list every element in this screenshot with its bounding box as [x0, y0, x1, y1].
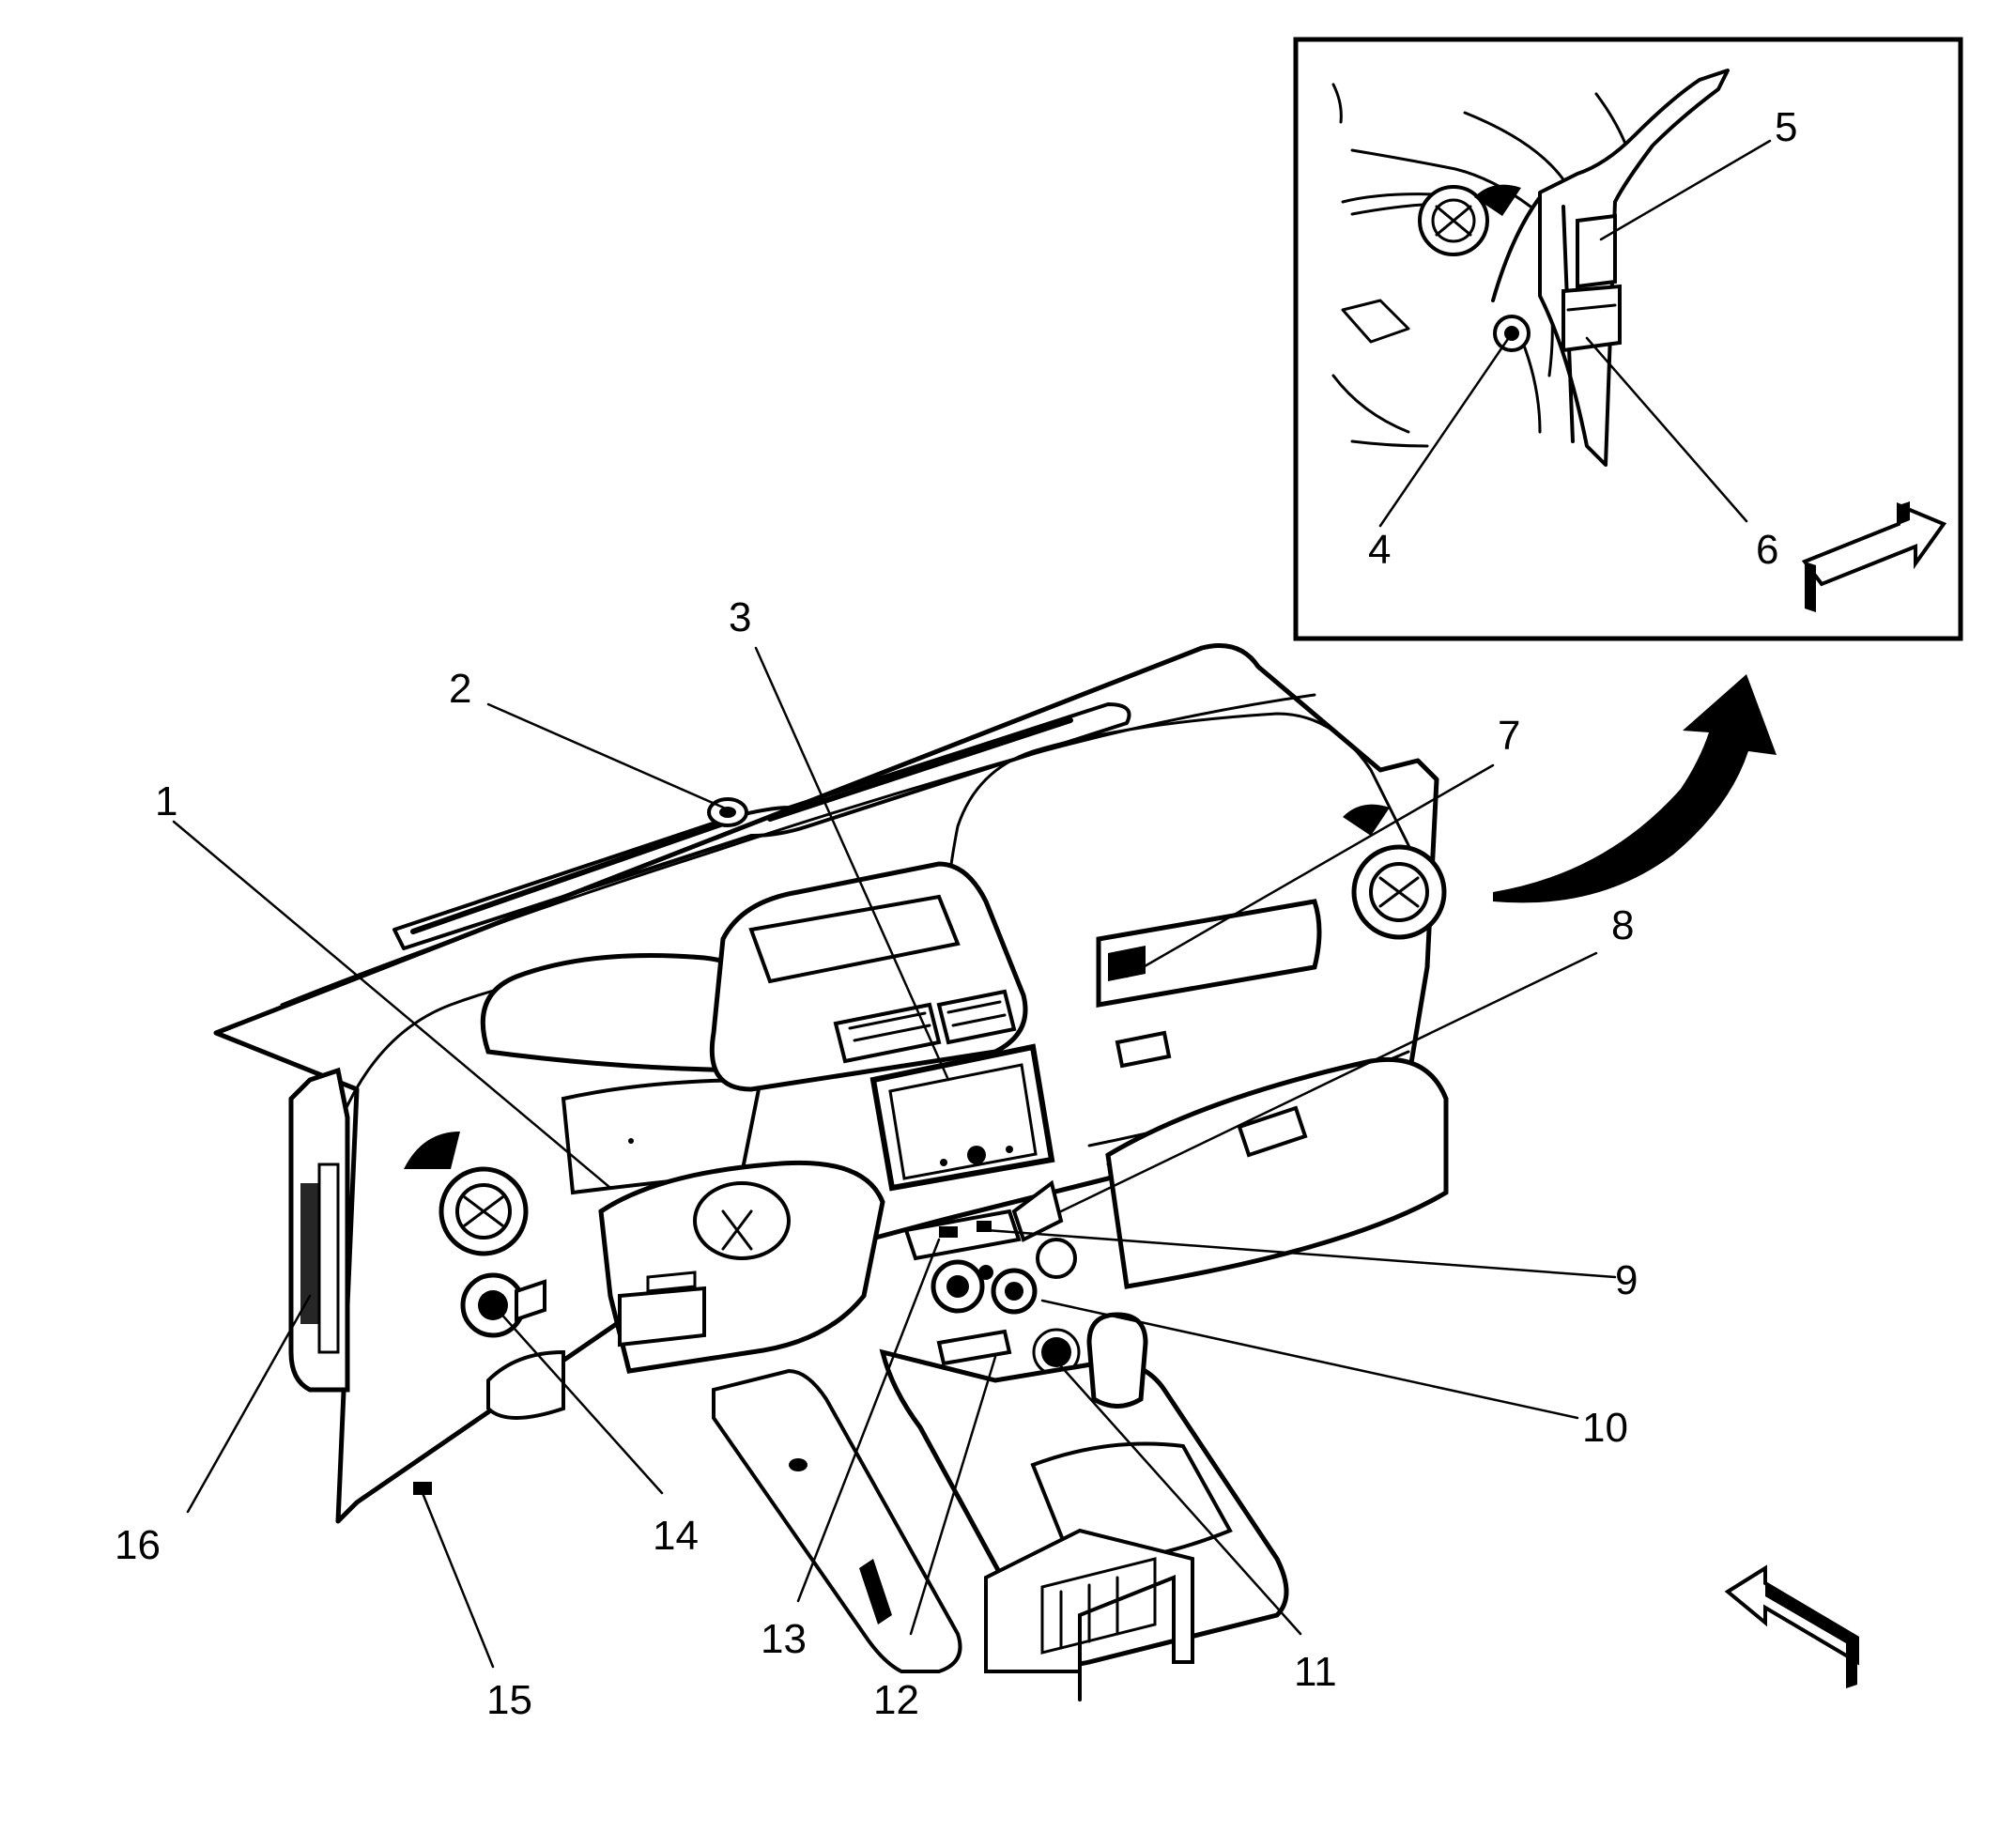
leader-11: [1059, 1364, 1302, 1636]
leader-12: [909, 1355, 997, 1636]
leader-8: [1059, 951, 1598, 1213]
left-pocket: [486, 1349, 565, 1420]
callout-4: 4: [1368, 527, 1391, 573]
callout-13: 13: [761, 1616, 807, 1662]
leader-4: [1378, 334, 1512, 528]
leader-6: [1585, 336, 1748, 523]
leader-7: [1125, 763, 1495, 978]
leader-5: [1599, 139, 1772, 241]
lower-connector-15: [413, 1482, 432, 1495]
callout-15: 15: [486, 1677, 532, 1723]
left-vent-upper: [404, 1132, 529, 1256]
glove-box: [1105, 1056, 1449, 1289]
floor-console: [879, 1312, 1289, 1702]
callout-5: 5: [1775, 104, 1797, 150]
callout-11: 11: [1294, 1649, 1337, 1695]
left-console-side: [712, 1368, 962, 1673]
callout-16: 16: [115, 1522, 161, 1568]
leader-16: [186, 1294, 312, 1514]
right-vent: [1343, 804, 1447, 940]
callout-8: 8: [1611, 902, 1634, 948]
leader-1: [172, 820, 612, 1190]
inset-part-4: [1493, 315, 1531, 352]
callout-2: 2: [449, 666, 471, 712]
view-arrow: [1724, 1564, 1859, 1688]
callout-10: 10: [1582, 1405, 1628, 1451]
hvac-controls: [903, 1179, 1081, 1377]
center-stack: [709, 861, 1055, 1192]
transition-arrow: [1493, 674, 1777, 903]
detail-inset: [1293, 37, 1963, 641]
inset-vent: [1418, 184, 1521, 256]
callout-12: 12: [873, 1677, 919, 1723]
leader-3: [754, 646, 950, 1082]
leader-14: [496, 1308, 664, 1495]
leader-13: [796, 1238, 941, 1603]
leader-9: [984, 1228, 1617, 1279]
callout-3: 3: [729, 594, 751, 640]
leader-10: [1040, 1299, 1579, 1420]
instrument-panel: [213, 643, 1449, 1702]
callout-6: 6: [1756, 527, 1778, 573]
callout-9: 9: [1615, 1257, 1638, 1303]
inset-view-arrow: [1801, 501, 1947, 612]
leader-lines: [172, 139, 1772, 1669]
callout-14: 14: [653, 1513, 699, 1559]
steering-column: [598, 1160, 885, 1374]
upper-right-storage: [1096, 899, 1322, 1069]
left-vent-lower-14: [460, 1272, 546, 1338]
callout-labels: 1 2 3 4 5 6 7 8 9 10 11 12 13 14 15 16: [115, 104, 1797, 1723]
callout-7: 7: [1498, 713, 1520, 759]
inset-module-5-6: [1562, 213, 1622, 353]
callout-1: 1: [155, 778, 177, 824]
leader-2: [486, 702, 730, 811]
left-side-panel: [288, 1067, 350, 1393]
leader-15: [421, 1491, 495, 1669]
